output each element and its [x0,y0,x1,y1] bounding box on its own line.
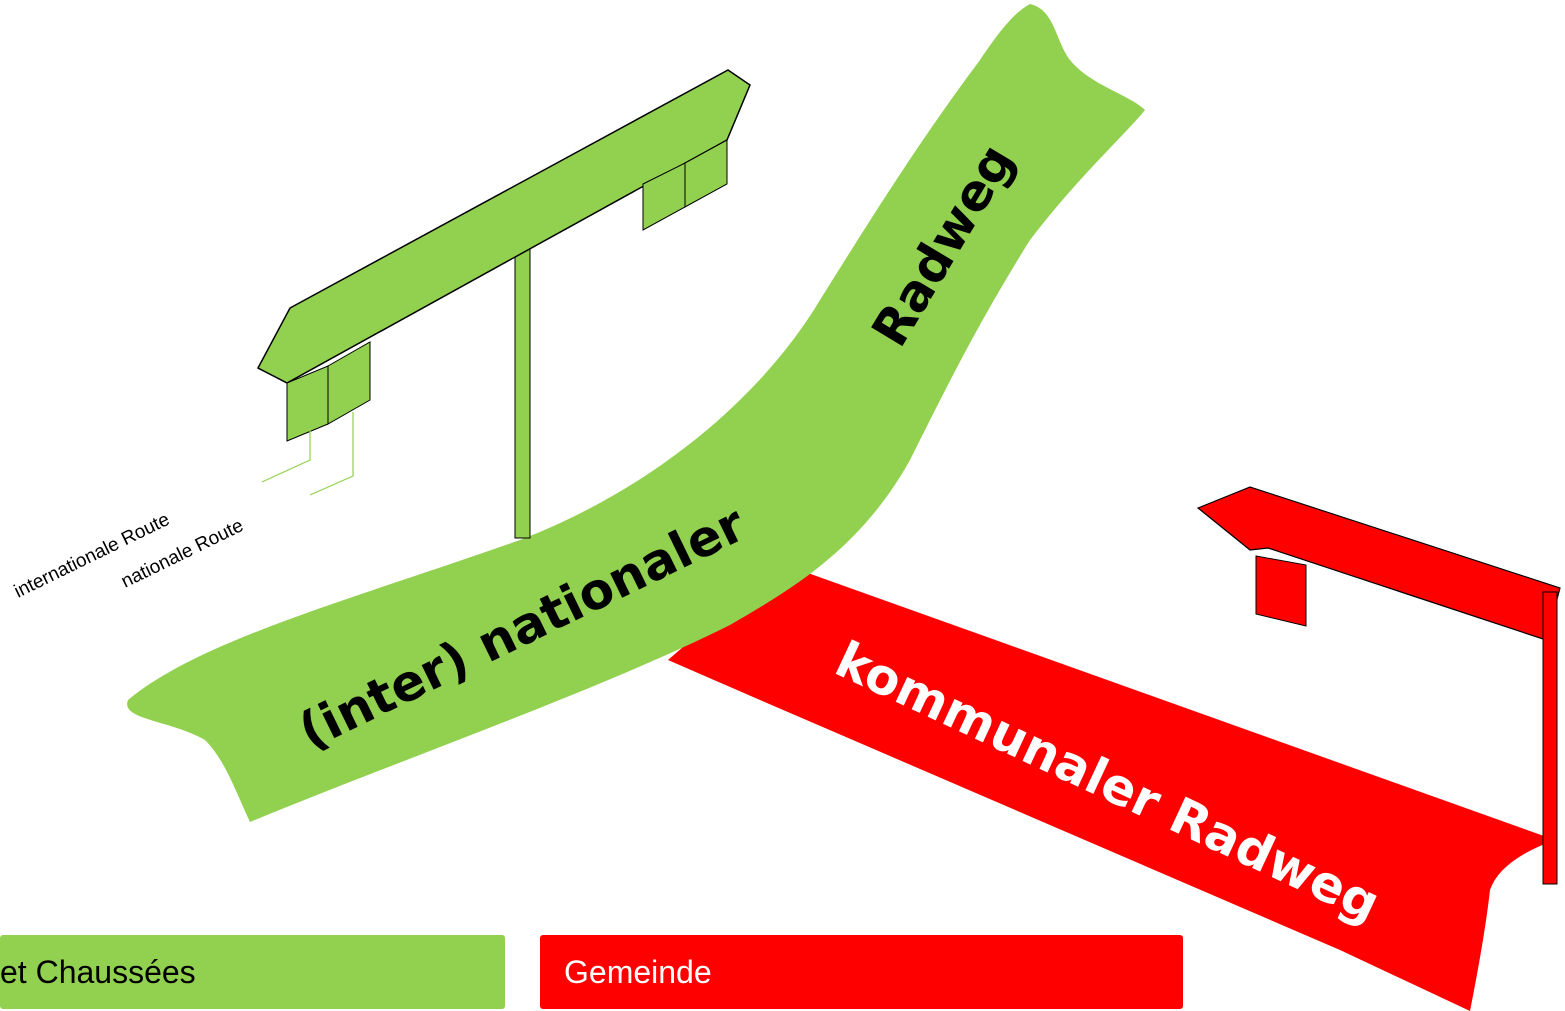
communal-sign-panel [1255,555,1307,627]
legend-national: et Chaussées [0,935,505,1009]
callout-label-international: internationale Route [11,509,173,602]
national-signpost-pole [514,247,531,539]
communal-path-band [668,563,1555,1011]
callout-line-international [261,430,311,483]
national-signpost [256,69,751,539]
legend-national-label: et Chaussées [0,953,196,990]
national-sign-right-b [684,139,728,208]
callout-line-national [309,412,354,496]
communal-signpost-pole [1542,591,1558,885]
legend-communal-label: Gemeinde [564,953,712,990]
national-path-band [127,4,1146,822]
national-signpost-board [256,69,751,384]
communal-signpost-board [1196,486,1561,641]
legend-communal: Gemeinde [540,935,1183,1009]
communal-signpost [1196,486,1561,885]
national-sign-left-b [327,341,371,425]
